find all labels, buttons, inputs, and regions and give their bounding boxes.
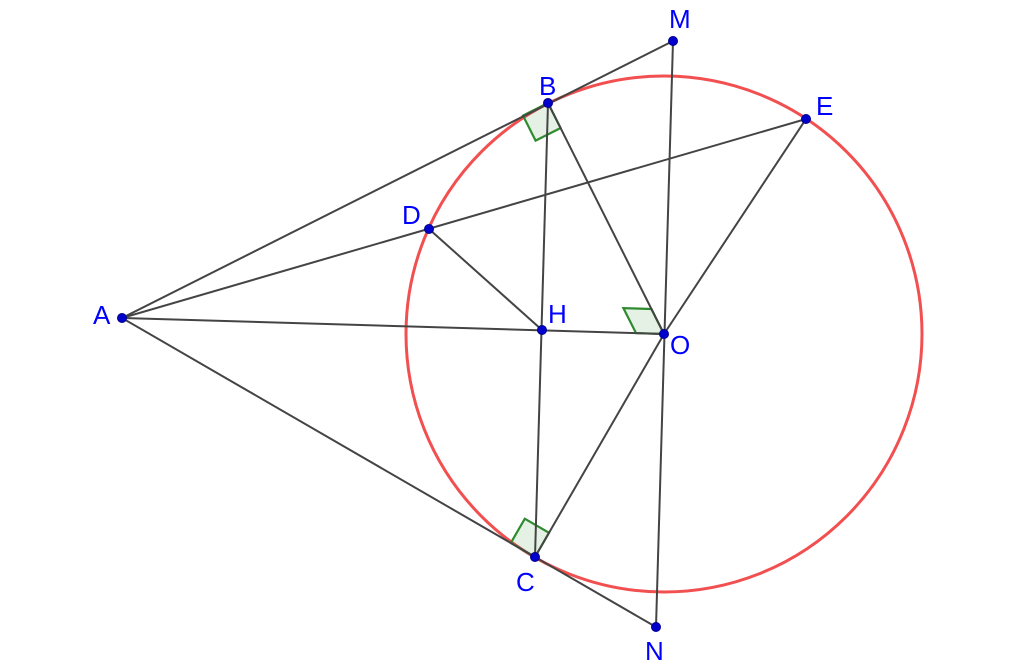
circle-layer [404,74,924,594]
segment-AM [121,40,674,319]
label-O: O [670,330,690,360]
segments-layer [121,40,807,628]
labels-layer: A B C D E H M N O [93,4,833,666]
points-layer [117,36,811,632]
point-B [543,98,553,108]
segment-DH [428,228,543,331]
point-N [651,622,661,632]
point-D [424,224,434,234]
segment-OC [534,333,665,558]
point-O [659,329,669,339]
point-A [117,313,127,323]
segment-AN [121,317,657,628]
right-angle-marker-C [509,517,551,559]
label-D: D [402,200,421,230]
point-M [668,36,678,46]
right-angle-marker-B [521,101,563,143]
label-B: B [539,71,556,101]
point-C [530,552,540,562]
label-E: E [816,91,833,121]
point-E [801,114,811,124]
label-A: A [93,300,111,330]
segment-OE [663,118,807,335]
point-H [537,325,547,335]
label-M: M [669,4,691,34]
segment-AO [121,317,665,335]
circle-O [404,74,924,594]
segment-BO [547,102,665,335]
label-N: N [645,636,664,666]
label-H: H [548,299,567,329]
segment-AE [121,118,807,319]
label-C: C [516,567,535,597]
